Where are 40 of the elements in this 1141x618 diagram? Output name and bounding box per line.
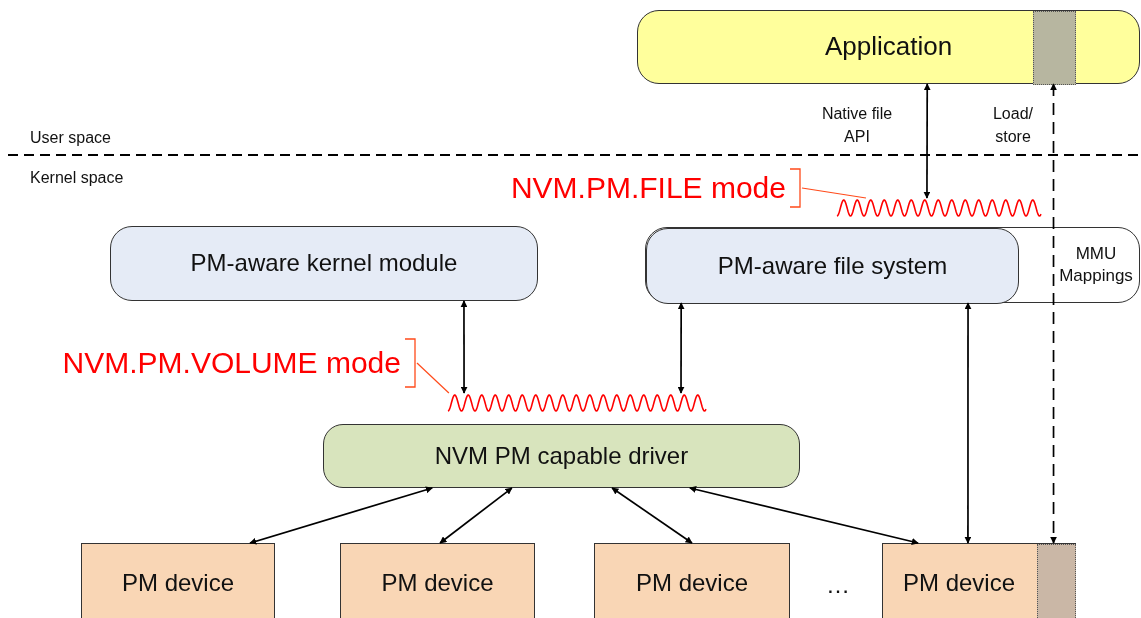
device-box — [594, 543, 790, 618]
memory-region-bar — [1033, 11, 1076, 85]
double-arrow — [611, 487, 693, 544]
double-arrow — [964, 302, 972, 544]
double-arrow — [923, 83, 931, 199]
device-box — [340, 543, 535, 618]
double-arrow — [688, 486, 919, 545]
process-box — [646, 228, 1019, 304]
node-text: NVM PM capable driver — [434, 441, 689, 471]
ellipsis-text: … — [826, 570, 850, 600]
leader-line — [416, 362, 450, 394]
memory-region-bar — [1037, 544, 1076, 618]
node-text: Application — [824, 31, 953, 63]
node-text: MMU Mappings — [1058, 242, 1134, 287]
node-text: PM device — [635, 568, 748, 598]
application-box — [637, 10, 1140, 84]
dashed-double-arrow — [1050, 83, 1058, 544]
node-text: PM device — [121, 568, 234, 598]
double-arrow — [249, 486, 434, 545]
mode-label: NVM.PM.FILE mode — [510, 171, 786, 205]
node-text: PM device — [902, 568, 1015, 598]
node-text: PM-aware file system — [717, 251, 948, 281]
edge-label: Load/ store — [991, 104, 1034, 148]
mapping-box — [645, 227, 1140, 303]
node-text: PM-aware kernel module — [190, 249, 458, 278]
leader-line — [801, 187, 867, 199]
double-arrow — [677, 302, 685, 394]
wave-line — [835, 198, 1043, 218]
driver-box — [323, 424, 800, 488]
region-label: Kernel space — [30, 168, 124, 188]
edge-label: Native file API — [820, 104, 894, 148]
mode-label: NVM.PM.VOLUME mode — [62, 346, 401, 380]
device-box — [882, 543, 1076, 618]
double-arrow — [439, 487, 513, 544]
wave-line — [446, 393, 708, 413]
node-text: PM device — [381, 568, 494, 598]
double-arrow — [460, 300, 468, 394]
region-label: User space — [30, 128, 111, 148]
device-box — [81, 543, 275, 618]
process-box — [110, 226, 538, 301]
